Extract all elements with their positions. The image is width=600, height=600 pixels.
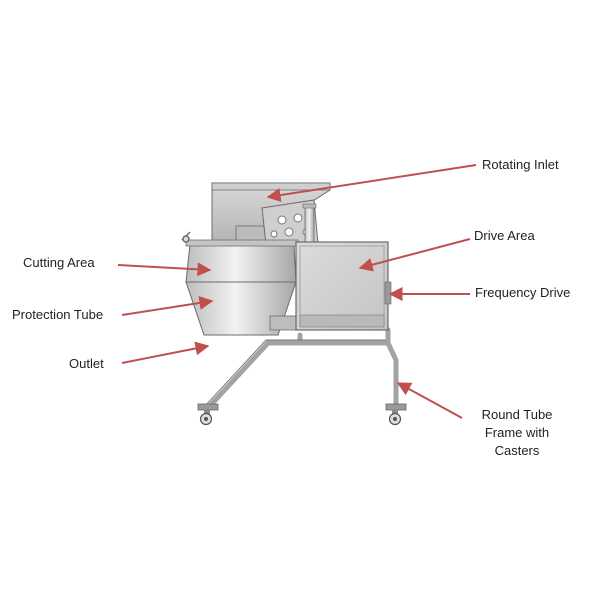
label-frame-line1: Round Tube xyxy=(481,407,553,422)
label-round-tube-frame: Round Tube Frame with Casters xyxy=(462,406,572,460)
protection-tube xyxy=(185,281,297,336)
label-frequency-drive: Frequency Drive xyxy=(475,285,571,300)
label-outlet: Outlet xyxy=(69,356,104,371)
label-protection-tube: Protection Tube xyxy=(12,307,104,322)
left-caster xyxy=(197,403,219,426)
arrow-frame xyxy=(396,382,463,419)
label-cutting-area: Cutting Area xyxy=(23,255,95,270)
callout-arrows xyxy=(117,164,477,419)
frame-outline xyxy=(204,339,386,407)
arrow-outlet xyxy=(121,341,210,364)
cutting-area xyxy=(185,239,299,283)
arrow-drive-area xyxy=(358,238,471,272)
label-rotating-inlet: Rotating Inlet xyxy=(482,157,559,172)
label-drive-area: Drive Area xyxy=(474,228,535,243)
shaft-post xyxy=(302,203,317,245)
drive-area-box xyxy=(295,241,389,331)
right-caster xyxy=(385,403,407,426)
arrow-rotating-inlet xyxy=(266,164,477,203)
label-frame-line3: Casters xyxy=(494,443,540,458)
arrow-cutting-area xyxy=(117,262,212,277)
arrow-protection-tube xyxy=(121,296,214,316)
round-tube-frame xyxy=(205,327,399,411)
clamp-handle xyxy=(181,231,191,243)
label-frame-line2: Frame with xyxy=(484,425,550,440)
